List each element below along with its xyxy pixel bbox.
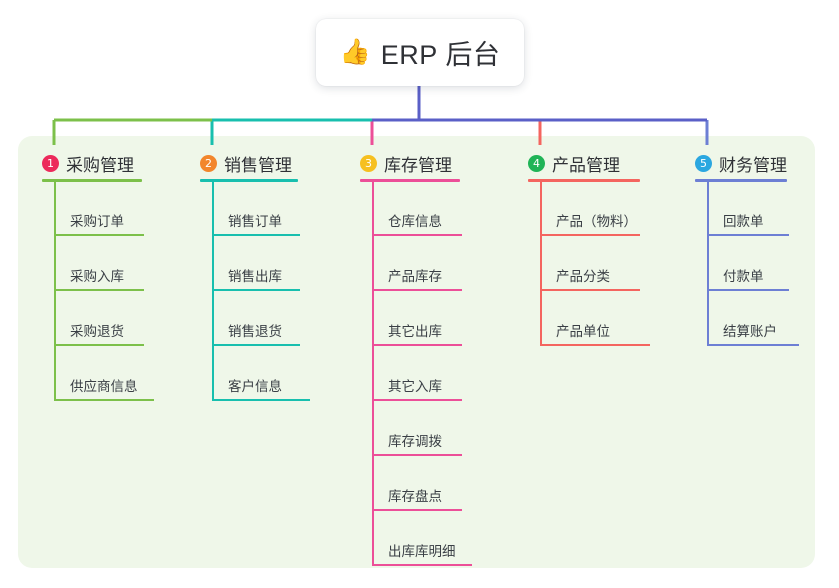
leaf-node-label[interactable]: 产品（物料） (556, 214, 637, 229)
leaf-node-label[interactable]: 其它入库 (388, 379, 442, 394)
leaf-node-underline (372, 344, 462, 346)
leaf-node-label[interactable]: 采购订单 (70, 214, 124, 229)
root-node-erp-backend[interactable]: 👍 ERP 后台 (316, 19, 524, 86)
branch-header-underline (42, 179, 142, 182)
leaf-node-label[interactable]: 产品分类 (556, 269, 610, 284)
leaf-node-label[interactable]: 客户信息 (228, 379, 282, 394)
leaf-node-label[interactable]: 其它出库 (388, 324, 442, 339)
leaf-node-label[interactable]: 结算账户 (723, 324, 777, 339)
branch-header-label: 销售管理 (224, 156, 292, 175)
leaf-node-underline (540, 289, 640, 291)
leaf-node-label[interactable]: 出库库明细 (388, 544, 456, 559)
branch-number-badge: 5 (695, 155, 712, 172)
thumbs-up-icon: 👍 (339, 38, 371, 66)
branch-spine (707, 182, 709, 344)
leaf-node-underline (372, 399, 462, 401)
root-node-content: 👍 ERP 后台 (340, 33, 501, 72)
branch-header-5[interactable]: 5 财务管理 (695, 151, 787, 176)
branch-header-label: 库存管理 (384, 156, 452, 175)
leaf-node-label[interactable]: 库存调拨 (388, 434, 442, 449)
leaf-node-label[interactable]: 采购退货 (70, 324, 124, 339)
diagram-panel (18, 136, 815, 568)
root-node-label: ERP 后台 (380, 40, 501, 70)
branch-header-3[interactable]: 3 库存管理 (360, 151, 452, 176)
leaf-node-label[interactable]: 产品库存 (388, 269, 442, 284)
branch-spine (372, 182, 374, 564)
branch-header-label: 采购管理 (66, 156, 134, 175)
leaf-node-underline (372, 454, 462, 456)
leaf-node-underline (54, 344, 144, 346)
branch-number-badge: 2 (200, 155, 217, 172)
branch-number-badge: 3 (360, 155, 377, 172)
leaf-node-label[interactable]: 付款单 (723, 269, 764, 284)
leaf-node-label[interactable]: 采购入库 (70, 269, 124, 284)
leaf-node-underline (372, 564, 472, 566)
leaf-node-label[interactable]: 回款单 (723, 214, 764, 229)
branch-header-underline (695, 179, 787, 182)
branch-header-label: 产品管理 (552, 156, 620, 175)
leaf-node-underline (212, 399, 310, 401)
leaf-node-underline (54, 234, 144, 236)
leaf-node-underline (707, 234, 789, 236)
leaf-node-label[interactable]: 库存盘点 (388, 489, 442, 504)
leaf-node-underline (707, 344, 799, 346)
leaf-node-underline (54, 289, 144, 291)
leaf-node-label[interactable]: 产品单位 (556, 324, 610, 339)
branch-header-underline (528, 179, 640, 182)
branch-spine (540, 182, 542, 344)
branch-number-badge: 1 (42, 155, 59, 172)
leaf-node-label[interactable]: 销售退货 (228, 324, 282, 339)
branch-number-badge: 4 (528, 155, 545, 172)
branch-header-underline (360, 179, 460, 182)
leaf-node-label[interactable]: 销售出库 (228, 269, 282, 284)
leaf-node-underline (54, 399, 154, 401)
branch-header-4[interactable]: 4 产品管理 (528, 151, 620, 176)
leaf-node-underline (212, 289, 300, 291)
leaf-node-underline (372, 509, 462, 511)
leaf-node-underline (372, 289, 462, 291)
leaf-node-underline (540, 234, 640, 236)
leaf-node-underline (707, 289, 789, 291)
branch-header-2[interactable]: 2 销售管理 (200, 151, 292, 176)
branch-header-label: 财务管理 (719, 156, 787, 175)
leaf-node-underline (540, 344, 650, 346)
leaf-node-underline (372, 234, 462, 236)
leaf-node-label[interactable]: 供应商信息 (70, 379, 138, 394)
branch-header-underline (200, 179, 298, 182)
leaf-node-label[interactable]: 仓库信息 (388, 214, 442, 229)
leaf-node-underline (212, 344, 300, 346)
leaf-node-label[interactable]: 销售订单 (228, 214, 282, 229)
leaf-node-underline (212, 234, 300, 236)
branch-header-1[interactable]: 1 采购管理 (42, 151, 134, 176)
